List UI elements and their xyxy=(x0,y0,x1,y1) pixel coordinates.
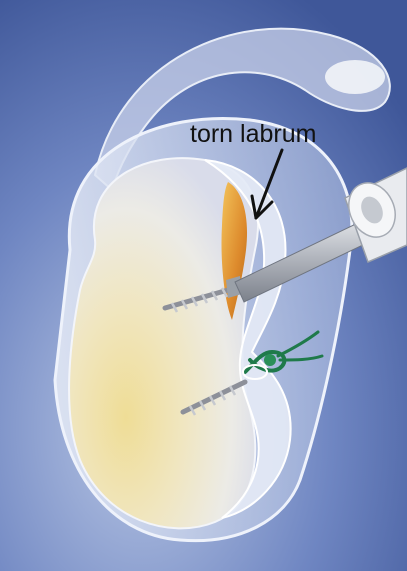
torn-labrum-label: torn labrum xyxy=(190,120,316,148)
coracoid-tip xyxy=(325,60,385,94)
